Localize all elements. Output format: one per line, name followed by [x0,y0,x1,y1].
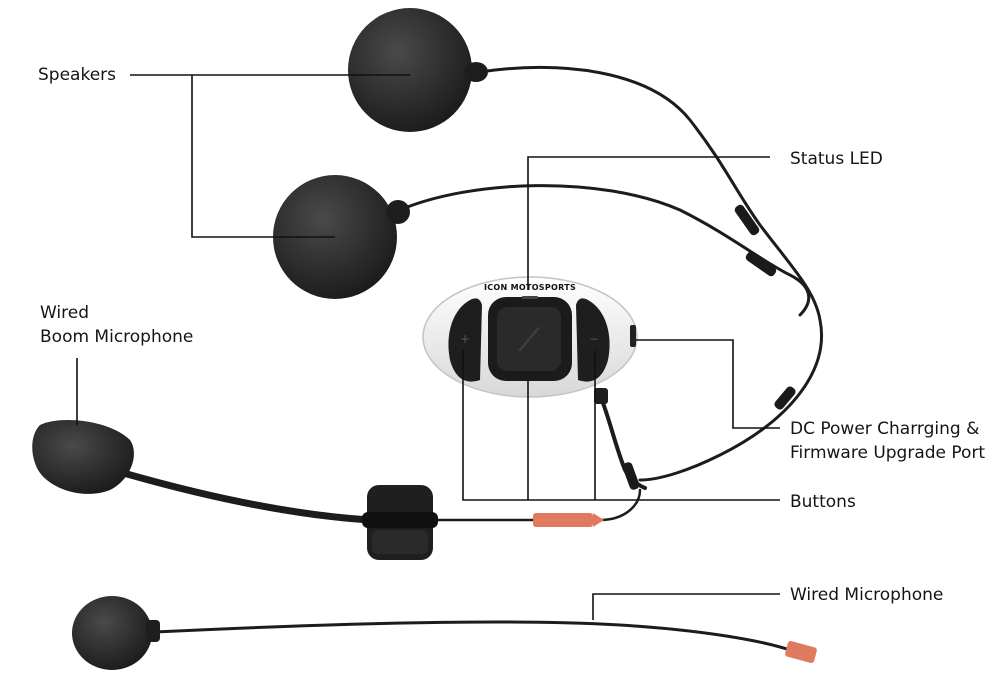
label-buttons: Buttons [790,492,856,512]
label-dc-power-line2: Firmware Upgrade Port [790,443,986,463]
device-brand-text: ICON MOTOSPORTS [484,283,576,292]
label-speakers: Speakers [38,65,117,85]
wired-microphone [72,596,817,670]
plus-glyph: + [460,332,470,346]
device-logo-icon: ⟋ [517,323,542,358]
control-unit: ⟋ ICON MOTOSPORTS + − [422,276,638,404]
minus-glyph: − [589,332,599,346]
label-wired-boom-mic-line1: Wired [40,303,90,323]
wired-mic-connector [785,641,817,663]
cable-joints [622,204,796,490]
label-wired-boom-mic-line2: Boom Microphone [40,327,194,347]
button-plus-pad[interactable] [448,298,482,382]
label-status-led: Status LED [790,149,883,169]
callout-lines [76,74,780,620]
label-dc-power-line1: DC Power Charrging & [790,419,980,439]
label-wired-microphone: Wired Microphone [790,585,944,605]
boom-connector [533,513,604,527]
button-minus-pad[interactable] [576,298,610,382]
charging-port[interactable] [630,325,636,347]
speaker-top [348,8,488,132]
boom-microphone [32,420,604,560]
status-led-indicator [522,296,538,299]
cables [116,65,823,652]
